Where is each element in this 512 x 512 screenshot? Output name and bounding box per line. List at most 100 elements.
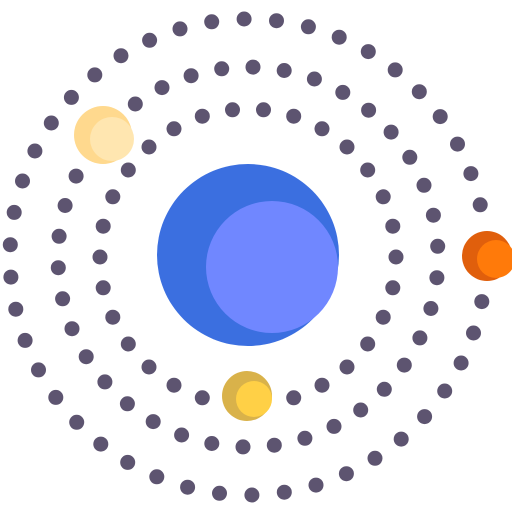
orbit-dot bbox=[43, 115, 59, 131]
orbit-dot bbox=[393, 431, 409, 447]
orbit-dot bbox=[297, 430, 313, 446]
orbit-dot bbox=[113, 48, 129, 64]
moon-icon-gold bbox=[222, 371, 272, 421]
orbit-dot bbox=[51, 228, 67, 244]
orbit-dot bbox=[385, 280, 401, 296]
orbit-dot bbox=[119, 396, 135, 412]
orbit-dot bbox=[383, 124, 399, 140]
orbit-dot bbox=[212, 485, 227, 501]
orbit-dot bbox=[172, 21, 188, 37]
orbit-dot bbox=[256, 102, 271, 118]
orbit-dot bbox=[412, 330, 428, 346]
orbit-dot bbox=[141, 139, 157, 155]
orbit-dot bbox=[375, 309, 391, 325]
orbit-dot bbox=[87, 67, 103, 83]
orbit-dot bbox=[314, 121, 330, 137]
orbit-dot bbox=[360, 162, 376, 178]
orbit-dot bbox=[466, 325, 481, 341]
orbit-dot bbox=[64, 321, 80, 337]
orbit-dot bbox=[463, 166, 479, 182]
orbit-dot bbox=[145, 414, 161, 430]
orbit-dot bbox=[286, 108, 302, 124]
orbit-dot bbox=[269, 13, 284, 29]
orbit-dot bbox=[335, 84, 351, 100]
orbit-dot bbox=[17, 332, 33, 348]
orbit-dot bbox=[180, 479, 196, 495]
orbit-dot bbox=[149, 469, 165, 485]
orbit-dot bbox=[425, 207, 441, 223]
moon-orange-light bbox=[477, 240, 512, 278]
orbit-dot bbox=[166, 377, 182, 393]
moon-icon-orange bbox=[462, 231, 512, 281]
moon-gold-light bbox=[236, 381, 272, 417]
orbit-dot bbox=[235, 439, 251, 455]
orbit-dot bbox=[411, 84, 427, 100]
orbit-dot bbox=[244, 487, 260, 503]
orbit-dot bbox=[396, 357, 412, 373]
orbit-dot bbox=[142, 32, 158, 48]
orbit-dot bbox=[450, 136, 465, 152]
orbit-dot bbox=[194, 390, 210, 406]
orbit-dot bbox=[326, 418, 342, 434]
orbit-dot bbox=[245, 59, 261, 75]
orbit-dot bbox=[361, 102, 377, 118]
orbit-dot bbox=[402, 149, 418, 165]
orbit-dot bbox=[120, 162, 136, 178]
orbit-dot bbox=[453, 355, 469, 371]
orbit-dot bbox=[225, 102, 240, 118]
orbit-dot bbox=[15, 173, 30, 189]
orbit-dot bbox=[306, 71, 322, 87]
moon-icon-cream bbox=[74, 106, 134, 164]
orbit-dot bbox=[437, 383, 453, 399]
orbit-dot bbox=[154, 80, 170, 96]
orbit-dot bbox=[93, 436, 109, 452]
orbit-dot bbox=[360, 336, 376, 352]
orbit-dot bbox=[429, 270, 445, 286]
orbit-dot bbox=[69, 414, 85, 430]
orbit-dot bbox=[474, 294, 490, 310]
orbit-dot bbox=[339, 359, 355, 375]
orbit-dot bbox=[353, 402, 369, 418]
orbit-dot bbox=[27, 143, 43, 159]
orbit-dot bbox=[194, 108, 210, 124]
orbit-dot bbox=[120, 454, 136, 470]
orbit-dot bbox=[387, 62, 403, 78]
orbit-dot bbox=[286, 390, 302, 406]
orbit-dot bbox=[31, 362, 46, 378]
orbit-dot bbox=[63, 89, 79, 105]
orbit-dot bbox=[266, 437, 282, 453]
orbit-dot bbox=[78, 349, 94, 365]
planet-light-side bbox=[206, 201, 338, 333]
central-planet-icon bbox=[157, 164, 339, 346]
orbit-dot bbox=[174, 427, 190, 443]
orbit-ring-icon bbox=[2, 11, 490, 503]
orbit-dot bbox=[141, 359, 157, 375]
orbit-dot bbox=[50, 260, 66, 276]
orbit-dot bbox=[472, 197, 488, 213]
orbit-dot bbox=[276, 63, 292, 78]
orbit-ring-icon bbox=[92, 102, 404, 406]
orbit-dot bbox=[388, 249, 404, 265]
orbit-dot bbox=[375, 189, 391, 205]
orbit-dot bbox=[2, 237, 18, 253]
orbit-dot bbox=[92, 249, 108, 265]
orbit-dot bbox=[360, 44, 376, 60]
orbit-dot bbox=[68, 168, 84, 184]
orbit-dot bbox=[57, 198, 73, 213]
orbit-dot bbox=[376, 381, 392, 397]
orbit-dot bbox=[127, 96, 143, 112]
orbit-dot bbox=[120, 336, 136, 352]
orbit-dot bbox=[300, 19, 316, 35]
orbit-dot bbox=[8, 301, 24, 317]
orbit-dot bbox=[276, 484, 292, 500]
orbit-dot bbox=[55, 291, 71, 307]
orbit-dot bbox=[95, 280, 111, 296]
orbit-dot bbox=[367, 450, 383, 466]
orbit-dot bbox=[423, 301, 439, 316]
orbit-dot bbox=[236, 11, 252, 27]
orbit-dot bbox=[3, 269, 19, 285]
orbit-dot bbox=[338, 466, 354, 482]
orbit-rings bbox=[2, 11, 490, 503]
orbit-dot bbox=[95, 218, 111, 234]
